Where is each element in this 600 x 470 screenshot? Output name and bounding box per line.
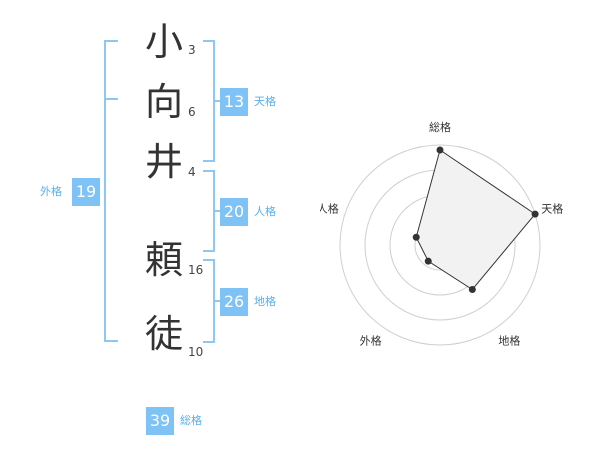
tenkaku-value: 13	[220, 88, 248, 116]
radar-axis-label-3: 地格	[498, 333, 520, 347]
gaikaku-bracket	[104, 40, 118, 342]
radar-point-5	[412, 233, 420, 241]
name-char-1: 小	[144, 20, 183, 64]
radar-axis-label-2: 天格	[541, 202, 563, 216]
gaikaku-bracket-mid-tick	[106, 98, 118, 100]
radar-ring-4	[339, 144, 541, 346]
soukaku-value: 39	[146, 407, 174, 435]
stroke-count-3: 4	[188, 165, 196, 179]
jinkaku-label: 人格	[254, 205, 276, 218]
stroke-count-2: 6	[188, 105, 196, 119]
name-char-3: 井	[144, 140, 183, 184]
jinkaku-value: 20	[220, 198, 248, 226]
gaikaku-label: 外格	[40, 185, 62, 198]
stroke-count-4: 16	[188, 263, 204, 277]
name-char-2: 向	[144, 80, 183, 124]
gaikaku-value: 19	[72, 178, 100, 206]
jinkaku-bracket	[203, 170, 215, 252]
radar-point-3	[468, 285, 476, 293]
radar-point-4	[424, 257, 432, 265]
stroke-count-5: 10	[188, 345, 204, 359]
chikaku-bracket	[203, 259, 215, 343]
chikaku-label: 地格	[254, 295, 276, 308]
radar-data-polygon	[415, 149, 536, 291]
stroke-count-1: 3	[188, 43, 196, 57]
tenkaku-bracket	[203, 40, 215, 162]
radar-axis-label-1: 総格	[429, 120, 451, 134]
tenkaku-connector	[215, 100, 221, 102]
soukaku-label: 総格	[180, 414, 202, 427]
chikaku-value: 26	[220, 288, 248, 316]
radar-point-1	[436, 146, 444, 154]
name-char-4: 頼	[144, 238, 183, 282]
tenkaku-label: 天格	[254, 95, 276, 108]
jinkaku-connector	[215, 210, 221, 212]
name-char-5: 徒	[144, 312, 183, 356]
radar-axis-label-5: 人格	[320, 202, 339, 216]
chikaku-connector	[215, 300, 221, 302]
radar-point-2	[531, 210, 539, 218]
radar-axis-label-4: 外格	[360, 333, 382, 347]
